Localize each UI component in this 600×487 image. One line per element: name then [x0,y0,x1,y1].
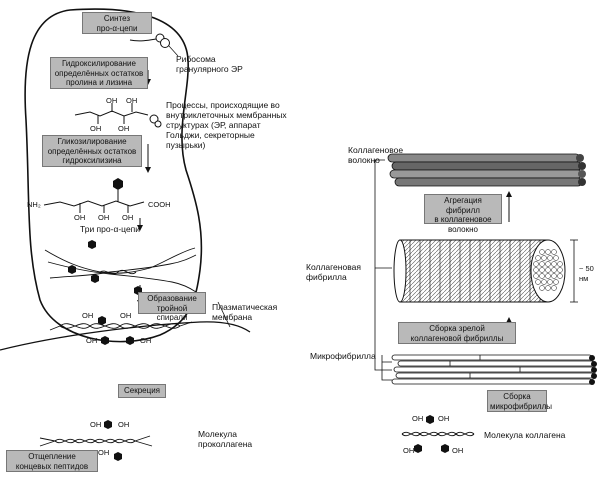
box-mature-fibril: Сборка зрелой коллагеновой фибриллы [398,322,516,344]
microfibril-rods [391,354,595,385]
oh-label: OH [82,311,94,320]
size-label: ~ 50 нм [579,264,594,283]
sugar-icon [113,178,123,190]
collagen-molecule-label: Молекула коллагена [484,430,566,440]
oh-label: OH [74,213,86,222]
plasma-membrane [0,321,251,351]
oh-label: OH [140,336,152,345]
hierarchy-bracket [374,159,392,381]
collagen-fiber-bundle [387,153,586,187]
three-pro-alpha-chains [44,247,197,293]
oh-label: OH [118,420,130,429]
fibril-label: Коллагеновая фибрилла [306,262,361,282]
cooh-label: COOH [148,200,171,209]
box-hydroxylation: Гидроксилирование определённых остатков … [50,57,148,89]
microfibril-label: Микрофибрилла [310,351,376,361]
processes-label: Процессы, происходящие во внутриклеточны… [166,100,287,150]
oh-label: OH [98,448,110,457]
collagen-fibril [393,239,566,303]
oh-label: OH [452,446,464,455]
oh-label: OH [118,124,130,133]
box-synthesis: Синтез про-α-цепи [82,12,152,34]
nh2-label: NH₂ [27,200,41,209]
oh-label: OH [90,124,102,133]
oh-label: OH [122,213,134,222]
oh-label: OH [120,311,132,320]
sugar-icons [68,240,142,295]
fiber-label: Коллагеновое волокно [348,145,404,165]
oh-label: OH [403,446,415,455]
box-glycosylation: Гликозилирование определённых остатков г… [42,135,142,167]
box-aggregation: Агрегация фибрилл в коллагеновое волокно [424,194,502,234]
oh-label: OH [412,414,424,423]
procollagen-molecule [39,435,153,447]
oh-label: OH [90,420,102,429]
oh-label: OH [126,96,138,105]
box-cleavage: Отщепление концевых пептидов [6,450,98,472]
procollagen-label: Молекула проколлагена [198,429,253,449]
oh-label: OH [86,336,98,345]
triple-helix [49,321,193,331]
ribosome-label: Рибосома гранулярного ЭР [176,54,243,74]
ribosome-icon [129,33,179,57]
size-indicator [570,239,578,303]
membrane-label: Плазматическая мембрана [212,302,278,322]
hydroxylated-chain [74,103,162,128]
oh-label: OH [106,96,118,105]
oh-label: OH [98,213,110,222]
collagen-molecule [401,431,475,437]
oh-label: OH [438,414,450,423]
box-secretion: Секреция [118,384,166,398]
box-microfibril: Сборка микрофибриллы [487,390,552,412]
glycosylated-chain [43,190,145,213]
three-chains-label: Три про-α-цепи [80,224,141,234]
box-triple-helix: Образование тройной спирали [138,292,206,322]
